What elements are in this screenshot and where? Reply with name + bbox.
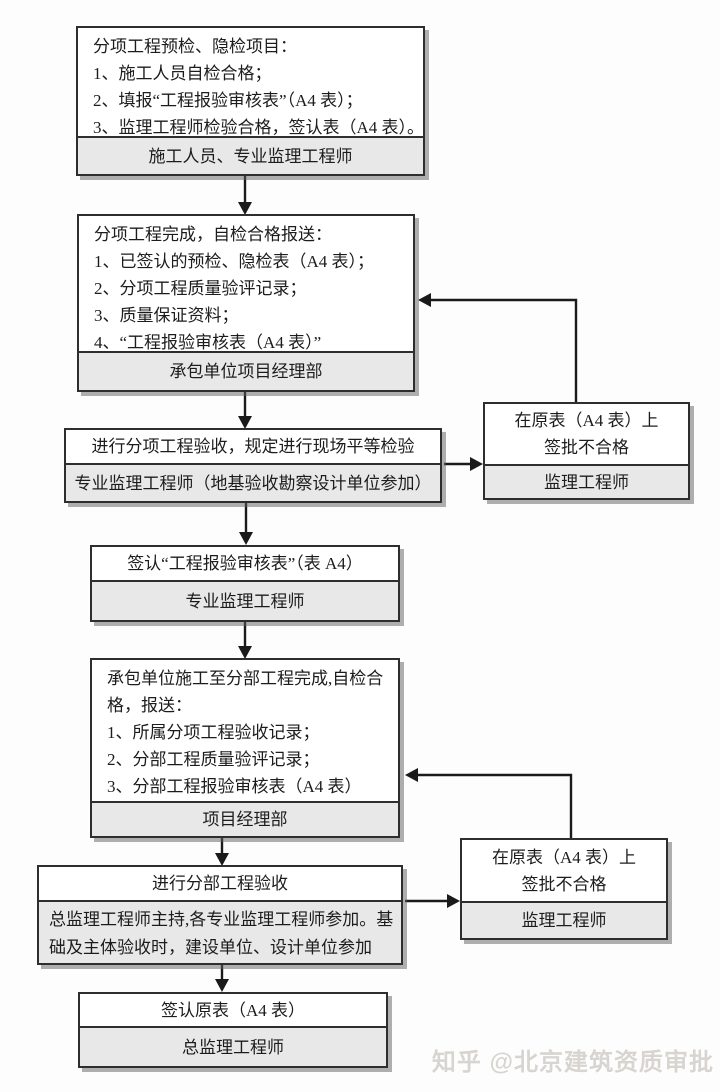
text-line: 3、监理工程师检验合格，签认表（A4 表）。 [93, 118, 423, 136]
text-line: 3、质量保证资料； [94, 306, 239, 325]
responsible-party-label: 监理工程师 [485, 464, 688, 498]
arrow-subdivision-acceptance-to-reject2 [405, 894, 460, 908]
reject-box-1: 在原表（A4 表）上 签批不合格 监理工程师 [483, 402, 690, 500]
step-box-subdivision-acceptance: 进行分部工程验收 总监理工程师主持,各专业监理工程师参加。基 础及主体验收时，建… [37, 865, 403, 965]
text-line: 1、施工人员自检合格； [93, 64, 272, 83]
arrow-subitem-complete-to-acceptance [238, 392, 252, 429]
arrow-reject1-feedback-to-subitem-complete [418, 293, 578, 402]
step-box-preinspection: 分项工程预检、隐检项目： 1、施工人员自检合格； 2、填报“工程报验审核表”（A… [76, 26, 425, 176]
text-line: 4、“工程报验审核表（A4 表）” [94, 333, 322, 351]
responsible-party-label: 总监理工程师 [80, 1026, 386, 1066]
text-line: 分项工程预检、隐检项目： [93, 37, 297, 56]
arrow-subdivision-complete-to-acceptance [215, 838, 229, 866]
step-box-sign-original-form: 签认原表（A4 表） 总监理工程师 [78, 992, 388, 1068]
text-line: 1、已签认的预检、隐检表（A4 表）； [94, 252, 375, 271]
arrow-subdivision-acceptance-to-sign-original [215, 965, 229, 992]
step-box-text: 签认“工程报验审核表”（表 A4） [127, 554, 363, 573]
responsible-party-label: 施工人员、专业监理工程师 [78, 136, 423, 174]
text-line: 在原表（A4 表）上 [514, 411, 659, 430]
step-box-text: 签认原表（A4 表） [160, 1000, 306, 1020]
responsible-party-label: 专业监理工程师 [92, 580, 398, 620]
step-box-text: 在原表（A4 表）上 签批不合格 [485, 404, 688, 464]
step-box-text: 分项工程预检、隐检项目： 1、施工人员自检合格； 2、填报“工程报验审核表”（A… [78, 28, 423, 136]
text-line: 承包单位施工至分部工程完成,自检合 [107, 669, 384, 688]
text-line: 签批不合格 [544, 438, 629, 457]
text-line: 签批不合格 [521, 874, 607, 894]
step-box-subitem-complete: 分项工程完成，自检合格报送： 1、已签认的预检、隐检表（A4 表）； 2、分项工… [77, 214, 415, 392]
arrow-reject2-feedback-to-subdivision-complete [405, 768, 573, 838]
responsible-party-label: 承包单位项目经理部 [79, 351, 413, 390]
text-line: 总监理工程师主持,各专业监理工程师参加。基 [49, 909, 394, 929]
responsible-party-label: 项目经理部 [92, 801, 398, 836]
arrow-acceptance-to-reject1 [444, 457, 483, 471]
text-line: 2、分部工程质量验评记录； [107, 750, 320, 769]
step-box-text: 承包单位施工至分部工程完成,自检合 格，报送： 1、所属分项工程验收记录； 2、… [92, 660, 398, 801]
text-line: 格，报送： [107, 696, 192, 715]
text-line: 分项工程完成，自检合格报送： [94, 225, 332, 244]
arrow-preinspection-to-subitem-complete [238, 176, 252, 215]
text-line: 在原表（A4 表）上 [491, 847, 637, 867]
text-line: 础及主体验收时，建设单位、设计单位参加 [49, 937, 372, 957]
step-box-text: 在原表（A4 表）上 签批不合格 [462, 840, 666, 901]
responsible-party-label: 总监理工程师主持,各专业监理工程师参加。基 础及主体验收时，建设单位、设计单位参… [39, 900, 401, 963]
arrow-acceptance-to-sign-review [239, 503, 253, 545]
responsible-party-label: 监理工程师 [462, 901, 666, 938]
arrow-sign-review-to-subdivision-complete [238, 622, 252, 659]
step-box-sign-review-form: 签认“工程报验审核表”（表 A4） 专业监理工程师 [90, 545, 400, 622]
step-box-subitem-acceptance: 进行分项工程验收，规定进行现场平等检验 专业监理工程师（地基验收勘察设计单位参加… [64, 428, 442, 503]
text-line: 1、所属分项工程验收记录； [107, 723, 320, 742]
step-box-text: 分项工程完成，自检合格报送： 1、已签认的预检、隐检表（A4 表）； 2、分项工… [79, 216, 413, 351]
step-box-text: 进行分部工程验收 [152, 874, 288, 893]
step-box-subdivision-complete: 承包单位施工至分部工程完成,自检合 格，报送： 1、所属分项工程验收记录； 2、… [90, 658, 400, 838]
step-box-text: 进行分项工程验收，规定进行现场平等检验 [91, 437, 415, 456]
text-line: 3、分部工程报验审核表（A4 表） [107, 777, 362, 796]
text-line: 2、分项工程质量验评记录； [94, 279, 307, 298]
watermark-text: 知乎 @北京建筑资质审批 [431, 1049, 714, 1076]
responsible-party-label: 专业监理工程师（地基验收勘察设计单位参加） [66, 463, 440, 501]
text-line: 2、填报“工程报验审核表”（A4 表）； [93, 91, 363, 110]
reject-box-2: 在原表（A4 表）上 签批不合格 监理工程师 [460, 838, 668, 940]
